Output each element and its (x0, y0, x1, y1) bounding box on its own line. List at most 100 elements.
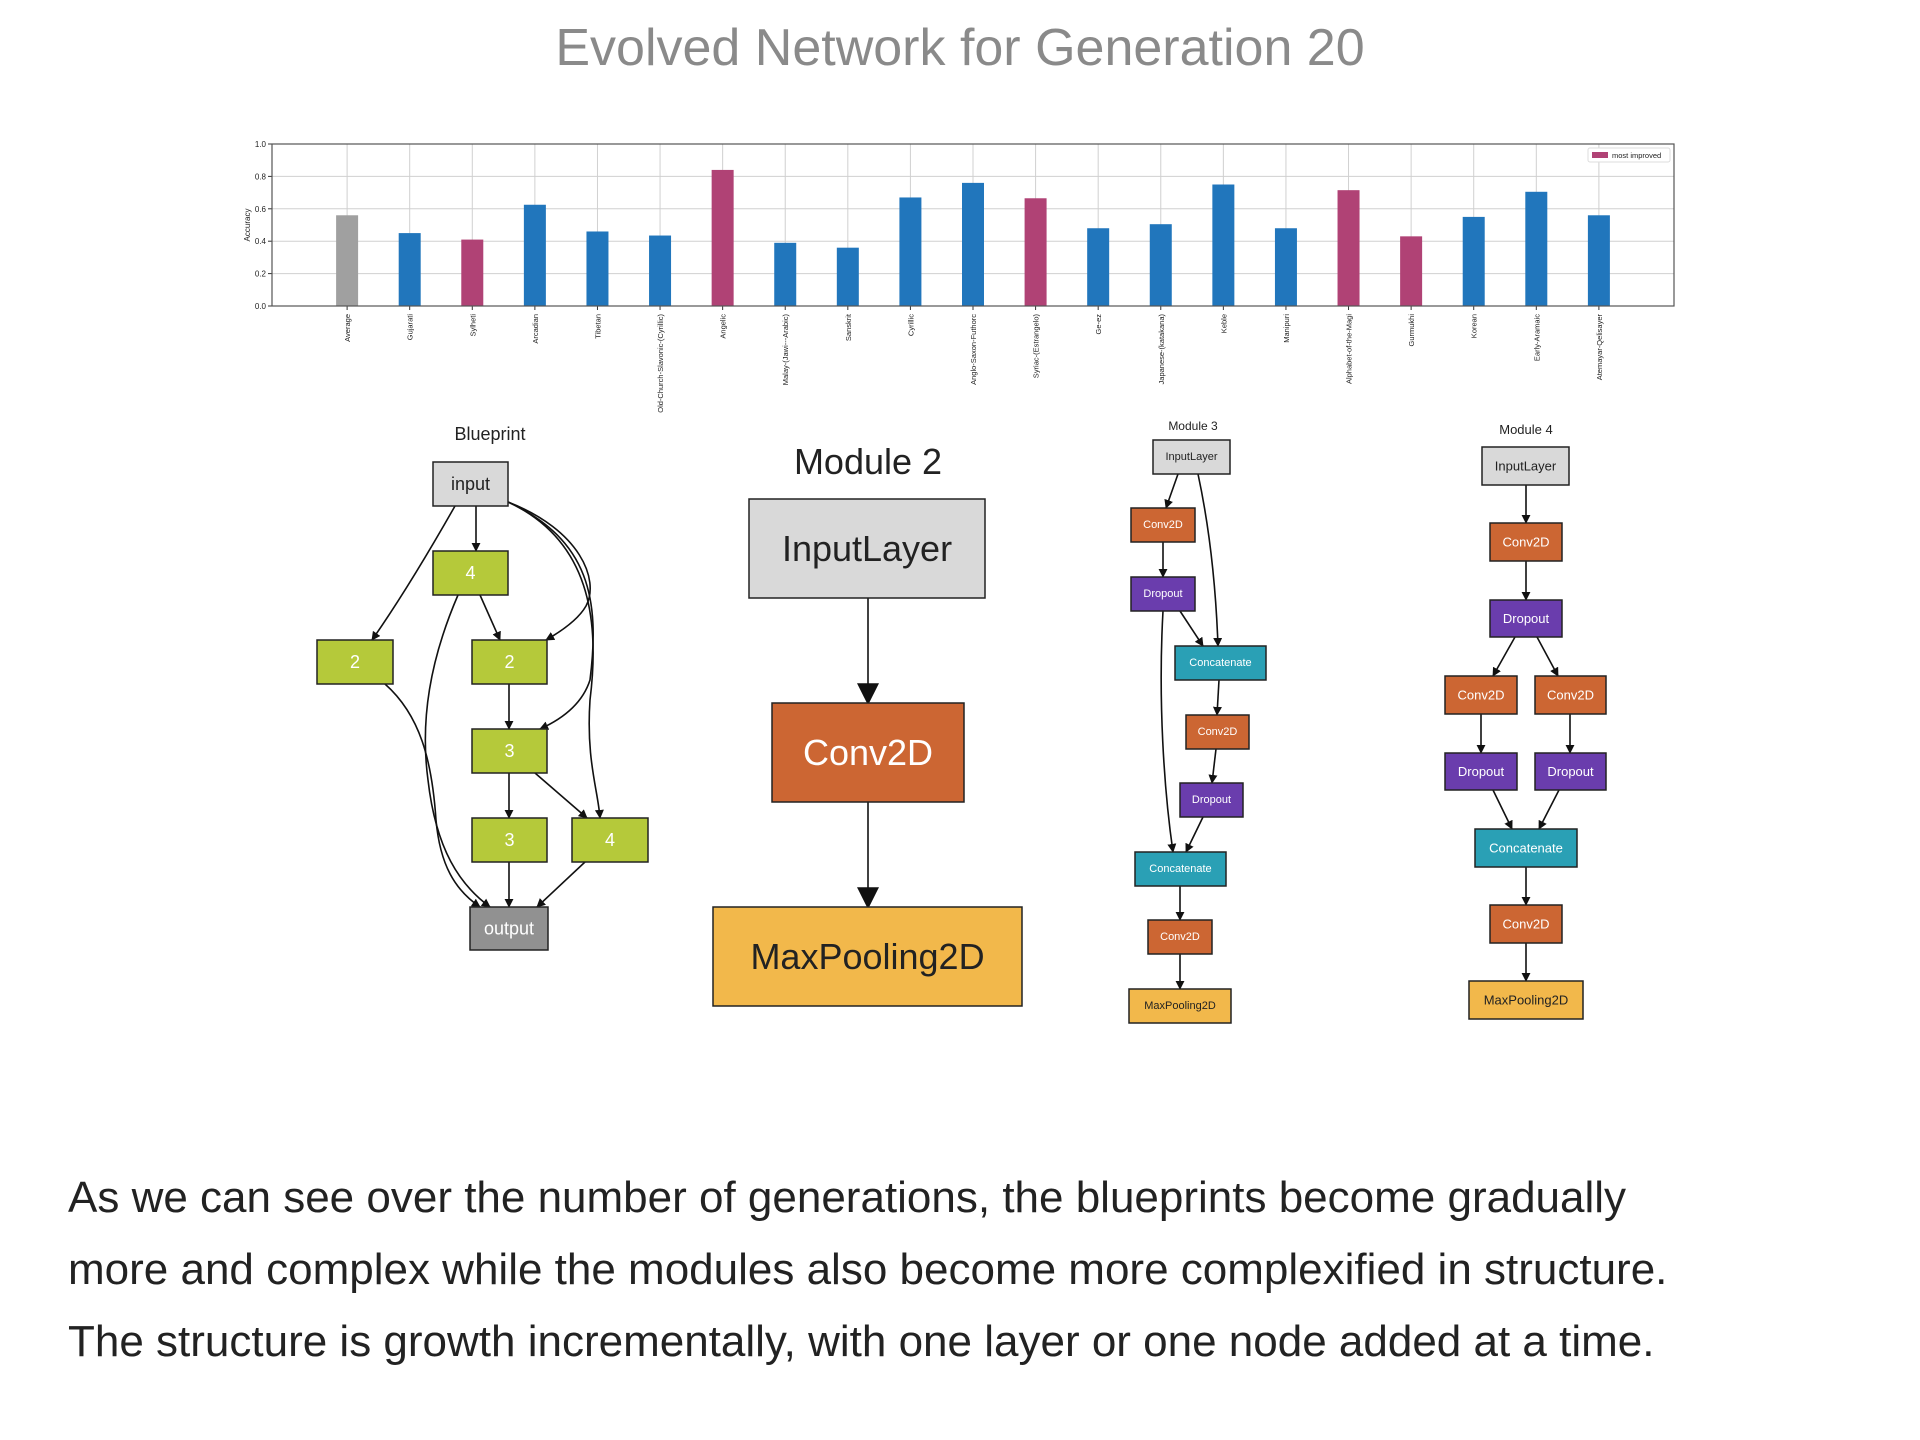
y-tick-label: 1.0 (255, 140, 267, 149)
bar-gujarati (398, 233, 421, 306)
node-box (1134, 851, 1227, 887)
edge-input-to-b3a (507, 501, 594, 730)
node-box (1130, 507, 1196, 543)
node-box (712, 906, 1023, 1007)
bar-cyrillic (899, 197, 922, 306)
node-label: MaxPooling2D (1144, 1000, 1216, 1012)
node-label: Dropout (1192, 794, 1231, 806)
node-conv2d: Conv2D (1147, 919, 1213, 955)
edge-b4a-to-b2b (479, 594, 501, 641)
bar-early-aramaic (1525, 191, 1548, 306)
node-label: output (484, 919, 534, 939)
node-conv2d: Conv2D (771, 702, 965, 803)
x-tick-label: Early-Aramaic (1532, 314, 1541, 361)
paragraph-line: The structure is growth incrementally, w… (68, 1317, 1655, 1366)
x-tick-label: Syriac-(Estrangelo) (1032, 313, 1041, 378)
legend-label: most improved (1612, 151, 1661, 160)
node-box (1444, 752, 1518, 791)
node-2: 2 (471, 639, 548, 685)
x-tick-label: Atemayar-Qelisayer (1595, 314, 1604, 381)
node-label: Dropout (1458, 764, 1505, 779)
x-tick-label: Japanese-(katakana) (1157, 314, 1166, 385)
node-output: output (469, 906, 549, 951)
node-2: 2 (316, 639, 394, 685)
node-box (1481, 446, 1570, 486)
node-conv2d: Conv2D (1534, 675, 1607, 715)
x-tick-label: Gurmukhi (1407, 314, 1416, 347)
node-conv2d: Conv2D (1130, 507, 1196, 543)
node-box (1468, 980, 1584, 1020)
node-label: Conv2D (1547, 688, 1594, 703)
bar-tibetan (586, 231, 609, 306)
node-4: 4 (432, 550, 509, 596)
chart-bars (336, 169, 1610, 306)
y-tick-label: 0.2 (255, 270, 267, 279)
node-concatenate: Concatenate (1474, 828, 1578, 868)
node-label: Conv2D (1143, 519, 1183, 531)
x-tick-label: Sanskrit (844, 313, 853, 341)
node-3: 3 (471, 817, 548, 863)
x-tick-label: Sylheti (468, 314, 477, 337)
x-tick-label: Ge-ez (1094, 314, 1103, 335)
x-tick-label: Old-Church-Slavonic-(Cyrillic) (656, 313, 665, 412)
node-4: 4 (571, 817, 649, 863)
x-tick-label: Tibetan (593, 314, 602, 339)
node-dropout: Dropout (1130, 576, 1196, 612)
node-label: Concatenate (1189, 657, 1251, 669)
node-label: MaxPooling2D (750, 936, 984, 977)
node-label: InputLayer (1495, 459, 1557, 474)
bar-arcadian (523, 204, 546, 306)
node-box (1147, 919, 1213, 955)
node-label: InputLayer (782, 528, 952, 569)
node-label: 4 (465, 563, 475, 583)
node-label: Dropout (1143, 588, 1182, 600)
paragraph-line: As we can see over the number of generat… (68, 1173, 1627, 1222)
node-label: Conv2D (1198, 726, 1238, 738)
edge-d2-to-cat2 (1185, 816, 1204, 853)
edge-d1-to-cat1 (1179, 610, 1204, 647)
bar-average (336, 215, 359, 306)
x-tick-label: Malay-(Jawi---Arabic) (781, 314, 790, 386)
x-tick-label: Average (343, 314, 352, 342)
node-label: Conv2D (1458, 688, 1505, 703)
bar-keble (1212, 184, 1235, 306)
node-maxpooling2d: MaxPooling2D (1128, 988, 1232, 1024)
edge-input-to-b2a (371, 505, 456, 641)
node-inputlayer: InputLayer (748, 498, 986, 599)
bar-syriac-estrangelo- (1024, 198, 1047, 306)
node-input: input (432, 461, 509, 507)
node-box (1534, 675, 1607, 715)
node-label: Conv2D (1503, 917, 1550, 932)
node-box (316, 639, 394, 685)
node-label: 2 (504, 652, 514, 672)
node-dropout: Dropout (1444, 752, 1518, 791)
node-box (469, 906, 549, 951)
node-label: Concatenate (1489, 841, 1563, 856)
node-label: MaxPooling2D (1484, 993, 1569, 1008)
bar-ge-ez (1087, 228, 1110, 306)
node-label: Conv2D (803, 732, 933, 773)
bar-old-church-slavonic-cyrillic- (649, 235, 672, 306)
edge-c2-to-d2 (1208, 748, 1218, 784)
bar-manipuri (1274, 228, 1297, 306)
node-box (571, 817, 649, 863)
node-box (1444, 675, 1518, 715)
x-tick-label: Cyrillic (906, 314, 915, 336)
edge-d1-to-cat2 (1160, 610, 1177, 853)
edge-d1-to-c3 (1536, 636, 1559, 677)
bar-alphabet-of-the-magi (1337, 190, 1360, 306)
y-axis-label: Accuracy (243, 209, 252, 242)
node-label: 4 (605, 830, 615, 850)
x-tick-label: Angelic (719, 314, 728, 339)
plot-frame (271, 143, 1675, 307)
node-label: 3 (504, 830, 514, 850)
edge-in-to-cat1 (1197, 473, 1223, 647)
node-label: Dropout (1503, 611, 1550, 626)
node-box (1185, 714, 1250, 750)
node-label: input (451, 474, 490, 494)
bar-anglo-saxon-futhorc (962, 182, 984, 306)
node-box (1179, 782, 1244, 818)
x-tick-label: Alphabet-of-the-Magi (1345, 314, 1354, 384)
